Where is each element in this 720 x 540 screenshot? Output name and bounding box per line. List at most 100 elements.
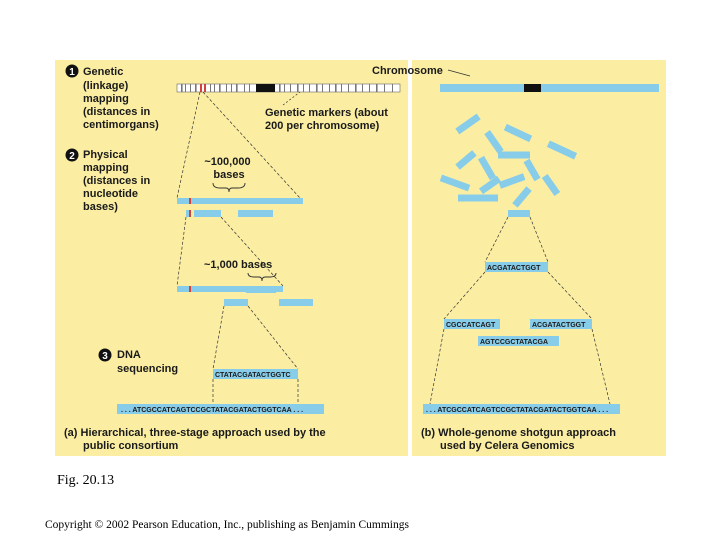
chromosome-band [303, 84, 304, 92]
read-box-right [530, 319, 592, 329]
step2-number: 2 [69, 151, 75, 162]
read-text-left: CGCCATCAGT [446, 322, 496, 329]
chromosome-band [210, 84, 211, 92]
panel-a-background [55, 60, 408, 456]
full-sequence-box-b [423, 404, 620, 414]
step1-label-line: mapping [83, 93, 129, 105]
chromosome-band [290, 84, 291, 92]
dna-fragment [439, 174, 471, 192]
chromosome-band [392, 84, 393, 92]
chromosome-band [316, 84, 318, 92]
chromosome-band [335, 84, 337, 92]
physical-segment [194, 210, 221, 217]
full-sequence-text-b: . . . ATCGCCATCAGTCCGCTATACGATACTGGTCAA … [426, 407, 608, 414]
zoom-line [202, 91, 301, 199]
chromosome-band [309, 84, 310, 92]
bases-1k-brace [247, 272, 277, 282]
step3-label: DNA sequencing [117, 349, 178, 375]
panel-b-background [412, 60, 666, 456]
panel-a-caption-line: (a) Hierarchical, three-stage approach u… [64, 427, 326, 439]
zoom-line [176, 216, 187, 287]
dna-fragment [455, 150, 477, 170]
read-text-middle: AGTCCGCTATACGA [480, 339, 548, 346]
sequencing-map [177, 286, 313, 306]
step2-label-line: Physical [83, 149, 128, 161]
shotgun-fragments [439, 113, 578, 208]
chromosome-band [329, 84, 330, 92]
bases-1k-label: ~1,000 bases [204, 259, 272, 271]
chromosome-band [226, 84, 227, 92]
chromosome-band [348, 84, 349, 92]
step2-label-line: bases) [83, 201, 118, 213]
sequence-read-text: CTATACGATACTGGTC [215, 372, 291, 379]
physical-segment [238, 210, 273, 217]
physical-segment [186, 210, 190, 217]
step2-label-line: nucleotide [83, 188, 138, 200]
zoom-line [443, 271, 486, 320]
chromosome-band [231, 84, 232, 92]
copyright-notice: Copyright © 2002 Pearson Education, Inc.… [45, 519, 409, 531]
step1-label-line: (linkage) [83, 80, 129, 92]
chromosome-band [322, 84, 323, 92]
fragment-sequence-box [485, 262, 548, 272]
genetic-map-chromosome [176, 83, 401, 93]
read-box-middle [478, 336, 559, 346]
chromosome-band [376, 84, 378, 92]
figure-caption: Fig. 20.13 [57, 473, 115, 488]
step2-number-badge [65, 148, 79, 162]
marker-red [189, 198, 191, 204]
dna-fragment [498, 173, 526, 189]
read-text-right: ACGATACTGGT [532, 322, 586, 329]
dna-fragment [498, 151, 530, 159]
full-sequence-text-a: . . . ATCGCCATCAGTCCGCTATACGATACTGGTCAA … [121, 407, 303, 414]
centromere [256, 84, 275, 92]
step2-label-line: (distances in [83, 175, 151, 187]
dna-fragment [541, 173, 561, 197]
dna-fragment [484, 130, 504, 154]
zoom-line [547, 271, 593, 320]
step3-label-line: sequencing [117, 363, 178, 375]
marker-red [204, 84, 206, 92]
chromosome-label: Chromosome [372, 65, 443, 77]
physical-map [177, 198, 303, 217]
chromosome-band [297, 84, 299, 92]
physical-segment [177, 198, 303, 204]
chromosome-bands [181, 84, 393, 92]
clone-segment [279, 299, 313, 306]
chromosome-band [236, 84, 238, 92]
step1-number-badge [65, 64, 79, 78]
step3-label-line: DNA [117, 349, 141, 361]
chromosome-band [279, 84, 281, 92]
clone-segment [177, 286, 283, 292]
dna-fragment [546, 140, 578, 160]
genetic-markers-label: Genetic markers (about 200 per chromosom… [265, 107, 391, 132]
step2-label-line: mapping [83, 162, 129, 174]
chromosome-leader-line [447, 69, 471, 77]
bases-100k-line: ~100,000 [204, 156, 250, 168]
centromere [524, 84, 541, 92]
shotgun-chromosome [440, 84, 659, 92]
chromosome-band [181, 84, 183, 92]
panel-b-caption-line: used by Celera Genomics [440, 440, 575, 452]
chromosome-band [369, 84, 370, 92]
dna-fragment [523, 158, 541, 182]
zoom-line [529, 216, 549, 263]
dna-fragment [478, 175, 502, 195]
chromosome-band [284, 84, 285, 92]
zoom-line [591, 328, 611, 405]
chromosome-band [384, 84, 385, 92]
clone-segment [246, 286, 276, 293]
selected-fragment [508, 210, 530, 217]
step1-label-line: centimorgans) [83, 119, 159, 131]
bases-100k-brace [212, 182, 246, 193]
step3-number-badge [98, 348, 112, 362]
dna-fragment [477, 155, 497, 181]
panel-b-caption: (b) Whole-genome shotgun approach used b… [421, 427, 619, 452]
dna-fragment [512, 186, 532, 208]
chromosome-band [244, 84, 245, 92]
zoom-line [484, 216, 509, 263]
genetic-markers-line: Genetic markers (about [265, 107, 388, 119]
step1-number: 1 [69, 67, 75, 78]
step1-label-line: Genetic [83, 66, 123, 78]
